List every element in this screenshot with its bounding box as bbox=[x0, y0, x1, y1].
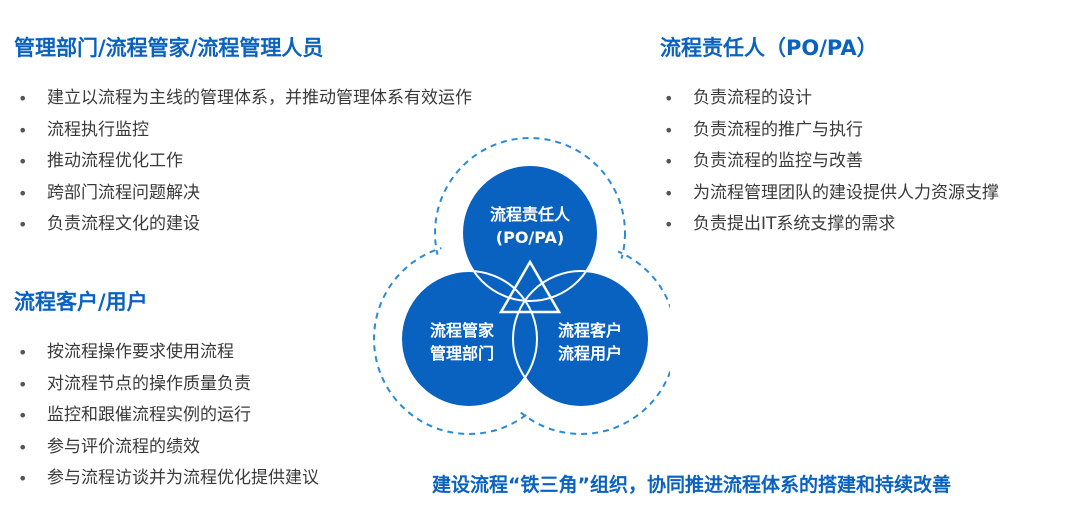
slogan: 建设流程“铁三角”组织，协同推进流程体系的搭建和持续改善 bbox=[432, 474, 951, 496]
customer-item: 参与流程访谈并为流程优化提供建议 bbox=[14, 463, 319, 495]
management-circle-line1: 流程管家 bbox=[430, 321, 495, 340]
customer-circle-line2: 流程用户 bbox=[558, 344, 622, 363]
owner-circle bbox=[462, 165, 598, 301]
management-section: 管理部门/流程管家/流程管理人员 建立以流程为主线的管理体系，并推动管理体系有效… bbox=[14, 32, 472, 241]
management-circle bbox=[401, 271, 537, 407]
management-item: 推动流程优化工作 bbox=[14, 146, 472, 178]
owner-title: 流程责任人（PO/PA） bbox=[660, 36, 878, 60]
management-item: 跨部门流程问题解决 bbox=[14, 178, 472, 210]
owner-item: 为流程管理团队的建设提供人力资源支撑 bbox=[660, 178, 999, 210]
management-item: 负责流程文化的建设 bbox=[14, 209, 472, 241]
customer-item: 参与评价流程的绩效 bbox=[14, 432, 319, 464]
management-item: 建立以流程为主线的管理体系，并推动管理体系有效运作 bbox=[14, 83, 472, 115]
management-item: 流程执行监控 bbox=[14, 115, 472, 147]
customer-section: 流程客户/用户 按流程操作要求使用流程 对流程节点的操作质量负责 监控和跟催流程… bbox=[14, 286, 319, 495]
customer-circle-line1: 流程客户 bbox=[558, 321, 622, 340]
customer-title: 流程客户/用户 bbox=[14, 290, 148, 314]
management-circle-line2: 管理部门 bbox=[430, 344, 494, 363]
customer-circle bbox=[513, 271, 649, 407]
customer-item: 按流程操作要求使用流程 bbox=[14, 337, 319, 369]
owner-section: 流程责任人（PO/PA） 负责流程的设计 负责流程的推广与执行 负责流程的监控与… bbox=[660, 32, 999, 241]
iron-triangle-diagram: 流程责任人 (PO/PA) 流程管家 管理部门 流程客户 流程用户 bbox=[373, 137, 670, 435]
owner-circle-line2: (PO/PA) bbox=[496, 228, 564, 247]
management-list: 建立以流程为主线的管理体系，并推动管理体系有效运作 流程执行监控 推动流程优化工… bbox=[14, 83, 472, 241]
management-title: 管理部门/流程管家/流程管理人员 bbox=[14, 36, 324, 60]
customer-item: 对流程节点的操作质量负责 bbox=[14, 369, 319, 401]
owner-item: 负责提出IT系统支撑的需求 bbox=[660, 209, 999, 241]
owner-list: 负责流程的设计 负责流程的推广与执行 负责流程的监控与改善 为流程管理团队的建设… bbox=[660, 83, 999, 241]
owner-circle-line1: 流程责任人 bbox=[490, 205, 571, 224]
customer-item: 监控和跟催流程实例的运行 bbox=[14, 400, 319, 432]
center-triangle bbox=[498, 259, 562, 314]
owner-item: 负责流程的设计 bbox=[660, 83, 999, 115]
owner-item: 负责流程的推广与执行 bbox=[660, 115, 999, 147]
customer-list: 按流程操作要求使用流程 对流程节点的操作质量负责 监控和跟催流程实例的运行 参与… bbox=[14, 337, 319, 495]
owner-item: 负责流程的监控与改善 bbox=[660, 146, 999, 178]
